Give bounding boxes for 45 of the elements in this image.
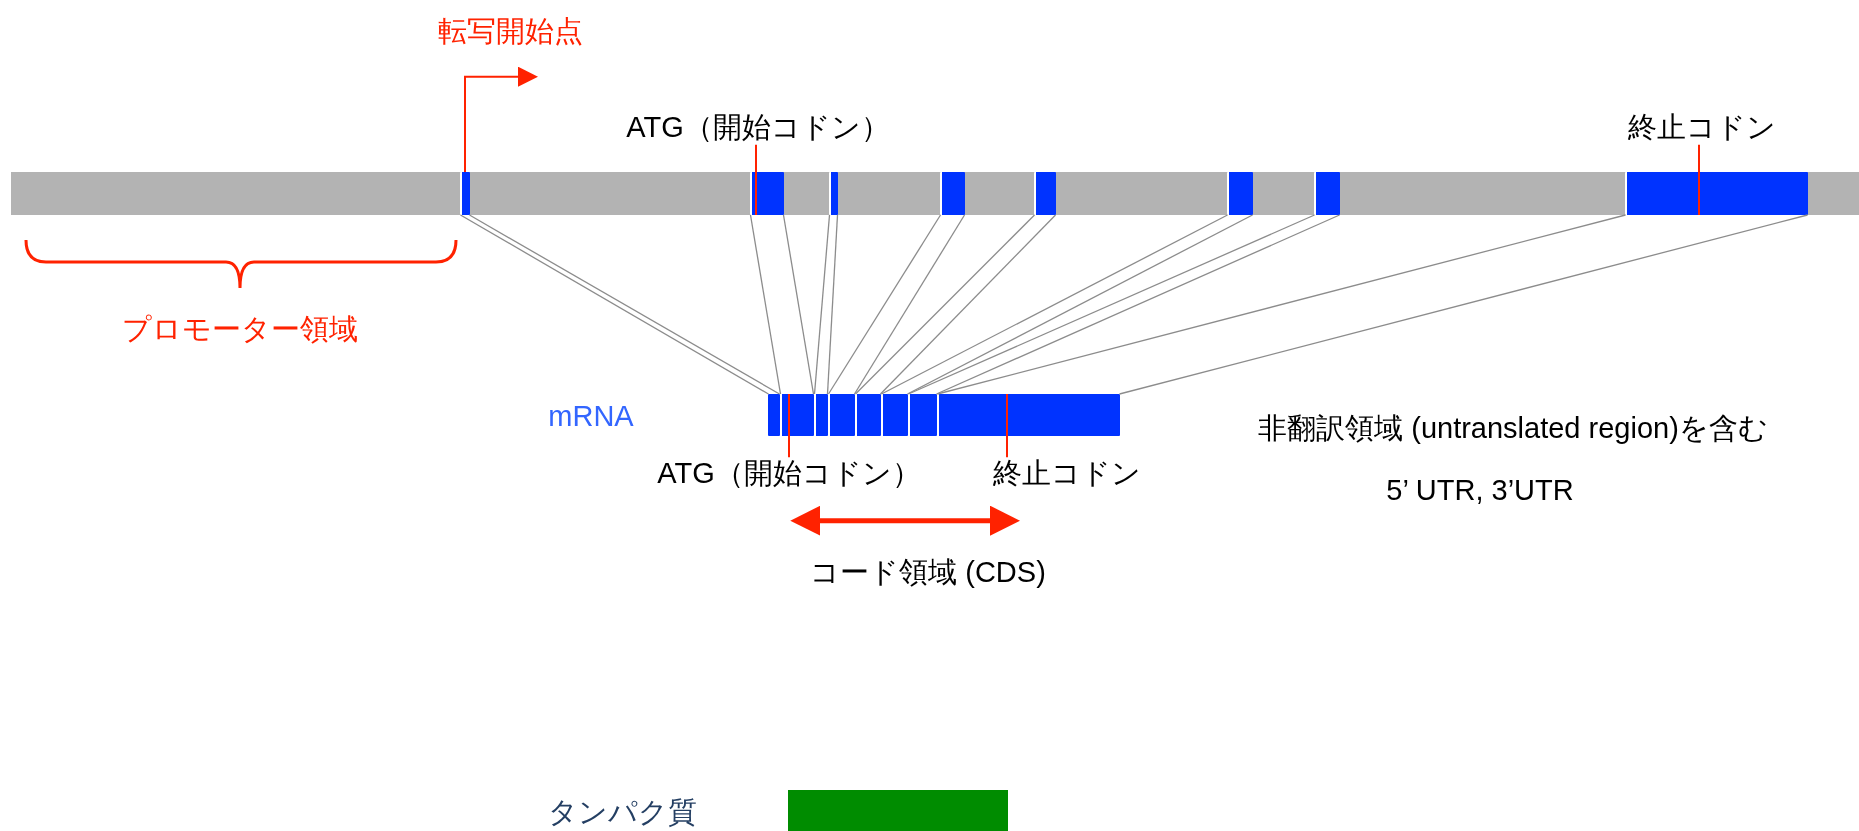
mrna-exon-block bbox=[855, 394, 881, 436]
arrow bbox=[790, 505, 1020, 536]
arrow bbox=[464, 66, 538, 173]
annotation-label: プロモーター領域 bbox=[122, 313, 358, 347]
mrna-exon-block bbox=[881, 394, 908, 436]
leader-line bbox=[1006, 393, 1008, 459]
exon-block bbox=[940, 172, 965, 215]
exon-block bbox=[1625, 172, 1808, 215]
codon-label: 終止コドン bbox=[993, 457, 1141, 491]
leader-line bbox=[1698, 143, 1700, 216]
connector-line bbox=[853, 214, 966, 395]
exon-block bbox=[1227, 172, 1253, 215]
exon-block bbox=[1034, 172, 1056, 215]
mrna-exon-block bbox=[908, 394, 937, 436]
connector-line bbox=[749, 214, 782, 395]
annotation-label: 非翻訳領域 (untranslated region)を含む bbox=[1258, 412, 1768, 446]
connector-line bbox=[782, 214, 815, 395]
annotation-label: mRNA bbox=[548, 400, 634, 434]
connector-line bbox=[879, 214, 1057, 395]
connector-line bbox=[854, 214, 1036, 395]
connector-line bbox=[936, 214, 1627, 395]
codon-label: ATG（開始コドン） bbox=[657, 457, 921, 491]
exon-block bbox=[829, 172, 838, 215]
gene-bar bbox=[11, 172, 1859, 215]
annotation-label: コード領域 (CDS) bbox=[810, 556, 1046, 590]
mrna-exon-block bbox=[780, 394, 814, 436]
protein-bar bbox=[788, 790, 1008, 831]
mrna-exon-block bbox=[768, 394, 780, 436]
exon-block bbox=[750, 172, 784, 215]
connector-line bbox=[827, 214, 942, 395]
mrna-exon-block bbox=[828, 394, 855, 436]
leader-line bbox=[788, 393, 790, 459]
annotation-label: 転写開始点 bbox=[437, 15, 583, 49]
mrna-exon-block bbox=[814, 394, 828, 436]
connector-line bbox=[813, 214, 831, 395]
annotation-label: タンパク質 bbox=[547, 796, 697, 830]
connector-line bbox=[1118, 214, 1809, 395]
exon-block bbox=[1314, 172, 1340, 215]
exon-block bbox=[460, 172, 470, 215]
annotation-label: 5’ UTR, 3’UTR bbox=[1386, 474, 1574, 508]
codon-label: 終止コドン bbox=[1628, 111, 1776, 145]
leader-line bbox=[755, 143, 757, 216]
mrna-exon-block bbox=[937, 394, 1120, 436]
codon-label: ATG（開始コドン） bbox=[626, 111, 890, 145]
connector-line bbox=[826, 214, 839, 395]
